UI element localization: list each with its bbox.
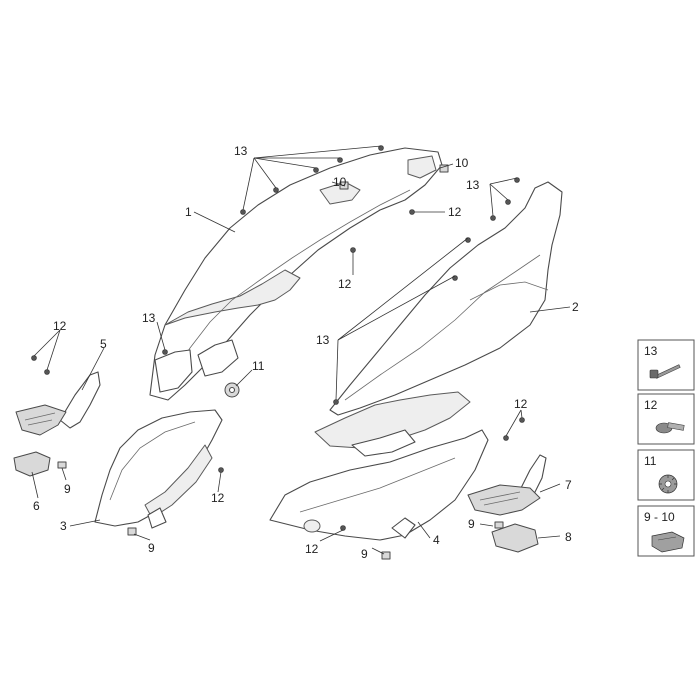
legend-label-11: 11 [644, 454, 657, 468]
callout-9-lower-left: 9 [148, 541, 155, 555]
toothed-washer-icon [658, 474, 678, 494]
callout-1: 1 [185, 205, 192, 219]
screw-icon [649, 364, 681, 379]
callout-12-upper-center: 12 [338, 277, 352, 291]
part-8-right-pad [491, 523, 539, 553]
flat-head-screw-icon [655, 422, 685, 434]
callout-11: 11 [252, 359, 265, 373]
legend-label-9-10: 9 - 10 [644, 510, 675, 524]
callout-7: 7 [565, 478, 572, 492]
callout-12-far-left: 12 [53, 319, 67, 333]
callout-9-lower-center: 9 [361, 547, 368, 561]
callout-6: 6 [33, 499, 40, 513]
callout-8: 8 [565, 530, 572, 544]
callout-10-top: 10 [455, 156, 469, 170]
callout-4: 4 [433, 533, 440, 547]
callout-9-left: 9 [64, 482, 71, 496]
callout-12-lower-left: 12 [211, 491, 225, 505]
callout-labels: 1 13 10 10 12 12 13 2 13 13 12 5 11 12 7… [33, 144, 579, 561]
callout-10-mid: 10 [333, 175, 347, 189]
part-3-left-inner-panel [94, 409, 223, 529]
callout-2: 2 [572, 300, 579, 314]
callout-5: 5 [100, 337, 107, 351]
part-1-left-side-fairing [149, 147, 443, 401]
callout-9-right-bracket: 9 [468, 517, 475, 531]
part-6-left-pad [13, 451, 51, 477]
part-2-right-side-fairing [314, 181, 563, 457]
callout-13-right: 13 [466, 178, 480, 192]
legend-label-12: 12 [644, 398, 658, 412]
legend-item-11: 11 [637, 449, 695, 501]
hardware-legend: 13 12 11 9 - 10 [637, 339, 695, 557]
legend-item-13: 13 [637, 339, 695, 391]
legend-item-12: 12 [637, 393, 695, 445]
callout-13-top: 13 [234, 144, 248, 158]
callout-12-right-bracket: 12 [514, 397, 528, 411]
callout-12-lower-center: 12 [305, 542, 319, 556]
callout-13-center: 13 [316, 333, 330, 347]
part-5-left-bracket [15, 371, 101, 436]
hardware-toothed-washer [224, 382, 240, 398]
legend-item-9-10: 9 - 10 [637, 505, 695, 557]
spring-clip-icon [651, 531, 685, 553]
legend-label-13: 13 [644, 344, 658, 358]
leader-lines [31, 145, 571, 555]
part-7-right-bracket [467, 454, 547, 516]
part-4-right-outer-panel [269, 429, 489, 541]
callout-3: 3 [60, 519, 67, 533]
hardware-screws [31, 145, 525, 531]
callout-12-upper-right: 12 [448, 205, 462, 219]
callout-13-left: 13 [142, 311, 156, 325]
